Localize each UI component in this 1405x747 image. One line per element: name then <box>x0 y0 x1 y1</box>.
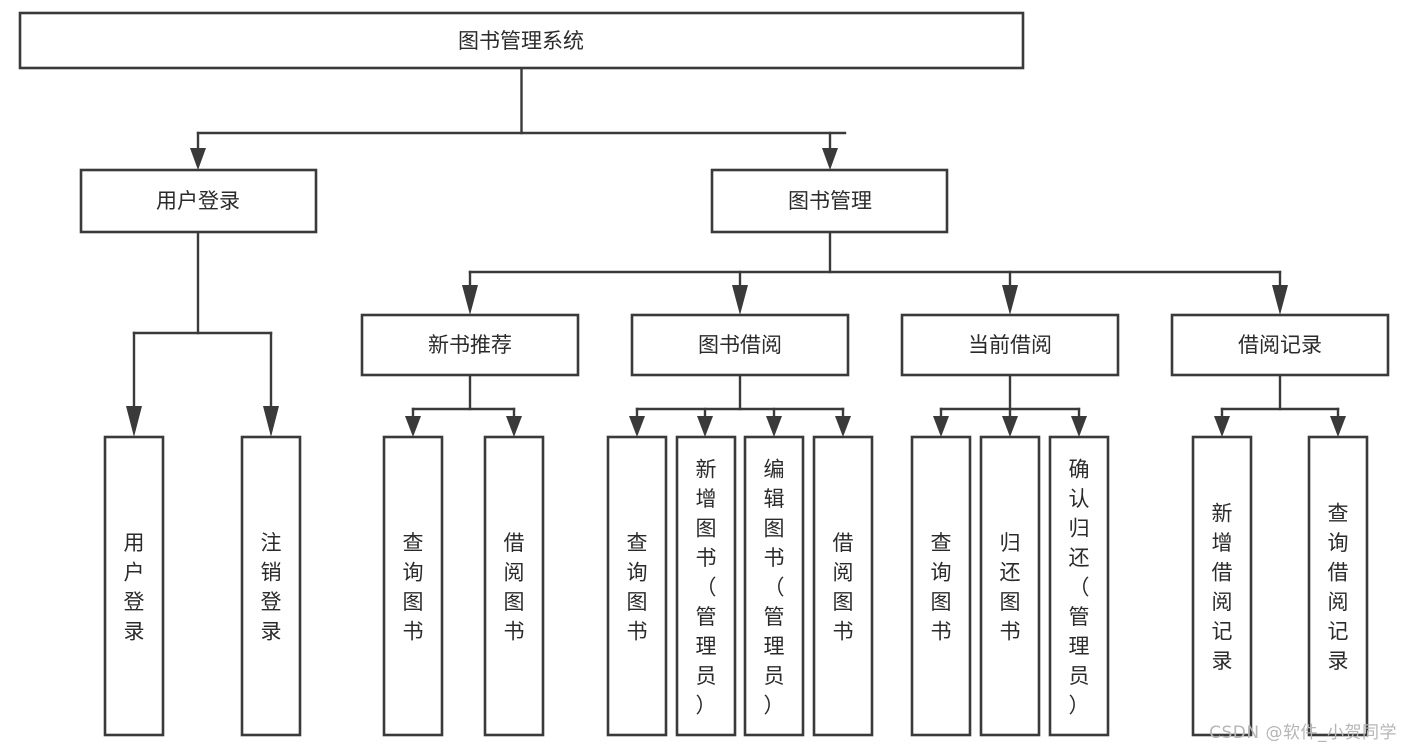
node-leaf-confirm-return-box[interactable] <box>1048 435 1110 737</box>
node-borrow-record-label: 借阅记录 <box>1238 333 1322 357</box>
node-borrow-record-box[interactable] <box>1170 313 1390 377</box>
node-leaf-query-book-3[interactable]: 查询图书 <box>910 435 972 737</box>
node-leaf-user-login-label: 用户登录 <box>124 531 145 644</box>
arrow-to-user-login <box>190 148 206 170</box>
arrow-to-leaf-logout <box>263 406 279 437</box>
node-leaf-logout-box[interactable] <box>240 435 302 737</box>
node-leaf-add-book-box[interactable] <box>675 435 737 737</box>
node-leaf-query-book-1-box[interactable] <box>382 435 444 737</box>
csdn-watermark: CSDN @软件_小贺同学 <box>1209 723 1397 743</box>
node-leaf-logout[interactable]: 注销登录 <box>240 435 302 737</box>
node-leaf-query-book-2-box[interactable] <box>606 435 668 737</box>
node-root-label: 图书管理系统 <box>458 29 584 53</box>
arrow-to-leaf-query-book-1 <box>405 416 421 437</box>
node-root-box[interactable] <box>18 11 1025 70</box>
arrow-to-leaf-query-book-2 <box>629 416 645 437</box>
node-leaf-add-book-label: 新增图书（管理员） <box>696 457 717 717</box>
node-leaf-edit-book-label: 编辑图书（管理员） <box>764 457 785 717</box>
node-leaf-borrow-book-2-label: 借阅图书 <box>833 531 854 644</box>
node-book-manage-box[interactable] <box>710 168 949 234</box>
node-book-manage[interactable]: 图书管理 <box>710 168 949 234</box>
node-leaf-borrow-book-1[interactable]: 借阅图书 <box>483 435 545 737</box>
node-leaf-add-record-box[interactable] <box>1191 435 1253 737</box>
node-borrow-record[interactable]: 借阅记录 <box>1170 313 1390 377</box>
node-leaf-query-record[interactable]: 查询借阅记录 <box>1307 435 1369 737</box>
node-leaf-add-record-label: 新增借阅记录 <box>1212 502 1233 674</box>
node-leaf-user-login[interactable]: 用户登录 <box>103 435 165 737</box>
arrow-to-leaf-borrow-book-2 <box>835 416 851 437</box>
arrow-to-current-borrow <box>1002 285 1018 315</box>
node-leaf-return-book[interactable]: 归还图书 <box>979 435 1041 737</box>
node-new-book-recommend[interactable]: 新书推荐 <box>360 313 580 377</box>
node-current-borrow-label: 当前借阅 <box>968 333 1052 357</box>
arrow-to-leaf-borrow-book-1 <box>506 416 522 437</box>
arrow-to-leaf-add-record <box>1214 416 1230 437</box>
node-leaf-query-book-3-box[interactable] <box>910 435 972 737</box>
node-book-borrow-label: 图书借阅 <box>698 333 782 357</box>
node-leaf-borrow-book-1-label: 借阅图书 <box>504 531 525 644</box>
node-leaf-logout-label: 注销登录 <box>261 531 282 644</box>
node-leaf-query-record-label: 查询借阅记录 <box>1328 502 1349 674</box>
arrowhead-layer <box>126 148 1346 437</box>
node-user-login-label: 用户登录 <box>156 189 240 213</box>
arrow-to-new-book-recommend <box>462 285 478 315</box>
node-leaf-edit-book-box[interactable] <box>743 435 805 737</box>
arrow-to-leaf-query-book-3 <box>933 416 949 437</box>
arrow-to-leaf-edit-book <box>766 416 782 437</box>
node-new-book-recommend-label: 新书推荐 <box>428 333 512 357</box>
node-book-manage-label: 图书管理 <box>788 189 872 213</box>
node-leaf-borrow-book-2-box[interactable] <box>812 435 874 737</box>
arrow-to-borrow-record <box>1272 285 1288 315</box>
arrow-to-leaf-confirm-return <box>1071 416 1087 437</box>
node-user-login[interactable]: 用户登录 <box>79 168 318 234</box>
node-leaf-confirm-return-label: 确认归还（管理员） <box>1069 457 1090 717</box>
node-leaf-user-login-box[interactable] <box>103 435 165 737</box>
node-root[interactable]: 图书管理系统 <box>18 11 1025 70</box>
node-user-login-box[interactable] <box>79 168 318 234</box>
node-leaf-borrow-book-2[interactable]: 借阅图书 <box>812 435 874 737</box>
node-leaf-borrow-book-1-box[interactable] <box>483 435 545 737</box>
node-leaf-query-book-2-label: 查询图书 <box>627 531 648 644</box>
arrow-to-book-manage <box>822 148 838 170</box>
node-leaf-add-record[interactable]: 新增借阅记录 <box>1191 435 1253 737</box>
node-leaf-confirm-return[interactable]: 确认归还（管理员） <box>1048 435 1110 737</box>
node-leaf-query-book-1[interactable]: 查询图书 <box>382 435 444 737</box>
arrow-to-leaf-add-book <box>697 416 713 437</box>
node-leaf-add-book[interactable]: 新增图书（管理员） <box>675 435 737 737</box>
node-current-borrow-box[interactable] <box>900 313 1120 377</box>
node-leaf-query-book-3-label: 查询图书 <box>931 531 952 644</box>
node-leaf-return-book-box[interactable] <box>979 435 1041 737</box>
node-new-book-recommend-box[interactable] <box>360 313 580 377</box>
arrow-to-leaf-return-book <box>1002 416 1018 437</box>
node-book-borrow[interactable]: 图书借阅 <box>630 313 850 377</box>
arrow-to-leaf-user-login <box>126 406 142 437</box>
node-leaf-query-book-1-label: 查询图书 <box>403 531 424 644</box>
node-leaf-edit-book[interactable]: 编辑图书（管理员） <box>743 435 805 737</box>
node-leaf-query-record-box[interactable] <box>1307 435 1369 737</box>
arrow-to-book-borrow <box>732 285 748 315</box>
node-current-borrow[interactable]: 当前借阅 <box>900 313 1120 377</box>
arrow-to-leaf-query-record <box>1330 416 1346 437</box>
node-book-borrow-box[interactable] <box>630 313 850 377</box>
node-leaf-return-book-label: 归还图书 <box>1000 531 1021 644</box>
node-leaf-query-book-2[interactable]: 查询图书 <box>606 435 668 737</box>
